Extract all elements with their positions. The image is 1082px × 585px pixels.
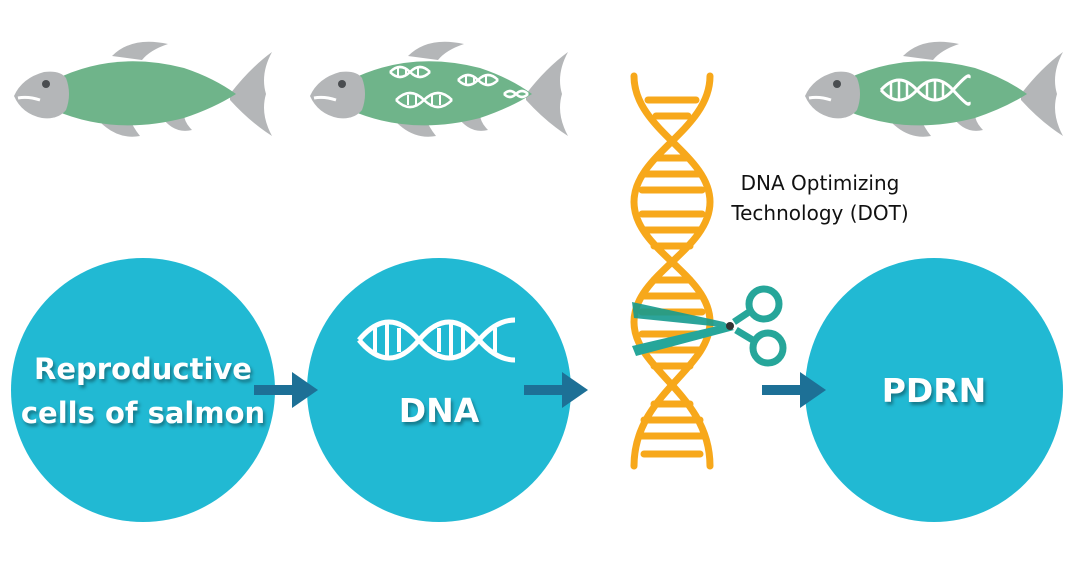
step-pdrn-label: PDRN (881, 370, 987, 410)
step-dna-label: DNA (398, 390, 480, 430)
step-reproductive-cells-circle: Reproductive cells of salmon (11, 258, 275, 522)
scissors-icon (632, 285, 787, 367)
step-reproductive-cells-label: Reproductive cells of salmon (20, 352, 266, 430)
salmon-fish-icon (14, 41, 272, 137)
dot-caption: DNA Optimizing Technology (DOT) (731, 171, 909, 225)
dna-helix-icon (630, 72, 714, 470)
arrow-right-icon (254, 372, 318, 408)
salmon-optimized-dna-icon (805, 41, 1063, 137)
arrow-right-icon (524, 372, 588, 408)
arrow-right-icon (762, 372, 826, 408)
salmon-with-dna-icon (310, 41, 568, 137)
dna-icon (357, 317, 516, 363)
step-pdrn-circle: PDRN (805, 258, 1063, 522)
